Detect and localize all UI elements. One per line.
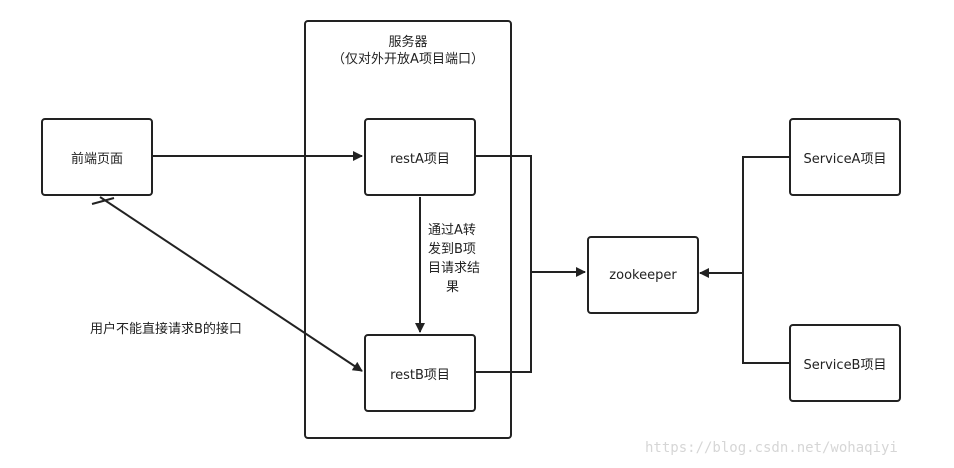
node-restA: restA项目 — [364, 118, 476, 196]
forward-label-line: 果 — [446, 280, 460, 295]
watermark: https://blog.csdn.net/wohaqiyi — [645, 440, 898, 456]
forward-label: 通过A转 发到B项 目请求结 果 — [428, 221, 488, 297]
arrow-frontend-to-restB — [99, 196, 363, 372]
node-zookeeper: zookeeper — [587, 236, 699, 314]
connector-serviceB-zk — [742, 273, 789, 364]
connector-restB-zk — [476, 272, 532, 373]
node-frontend: 前端页面 — [41, 118, 153, 196]
blocked-mark — [91, 197, 115, 205]
server-container — [304, 20, 512, 439]
server-title: 服务器 — [388, 35, 428, 50]
server-subtitle: （仅对外开放A项目端口） — [332, 52, 484, 67]
forward-label-line: 通过A转 — [428, 223, 476, 238]
forward-label-line: 目请求结 — [428, 261, 481, 276]
forward-label-line: 发到B项 — [428, 242, 476, 257]
connector-serviceA-zk — [742, 156, 789, 273]
node-restB: restB项目 — [364, 334, 476, 412]
node-serviceB: ServiceB项目 — [789, 324, 901, 402]
blocked-label: 用户不能直接请求B的接口 — [90, 322, 242, 337]
node-serviceA: ServiceA项目 — [789, 118, 901, 196]
connector-restA-zk — [476, 155, 532, 272]
